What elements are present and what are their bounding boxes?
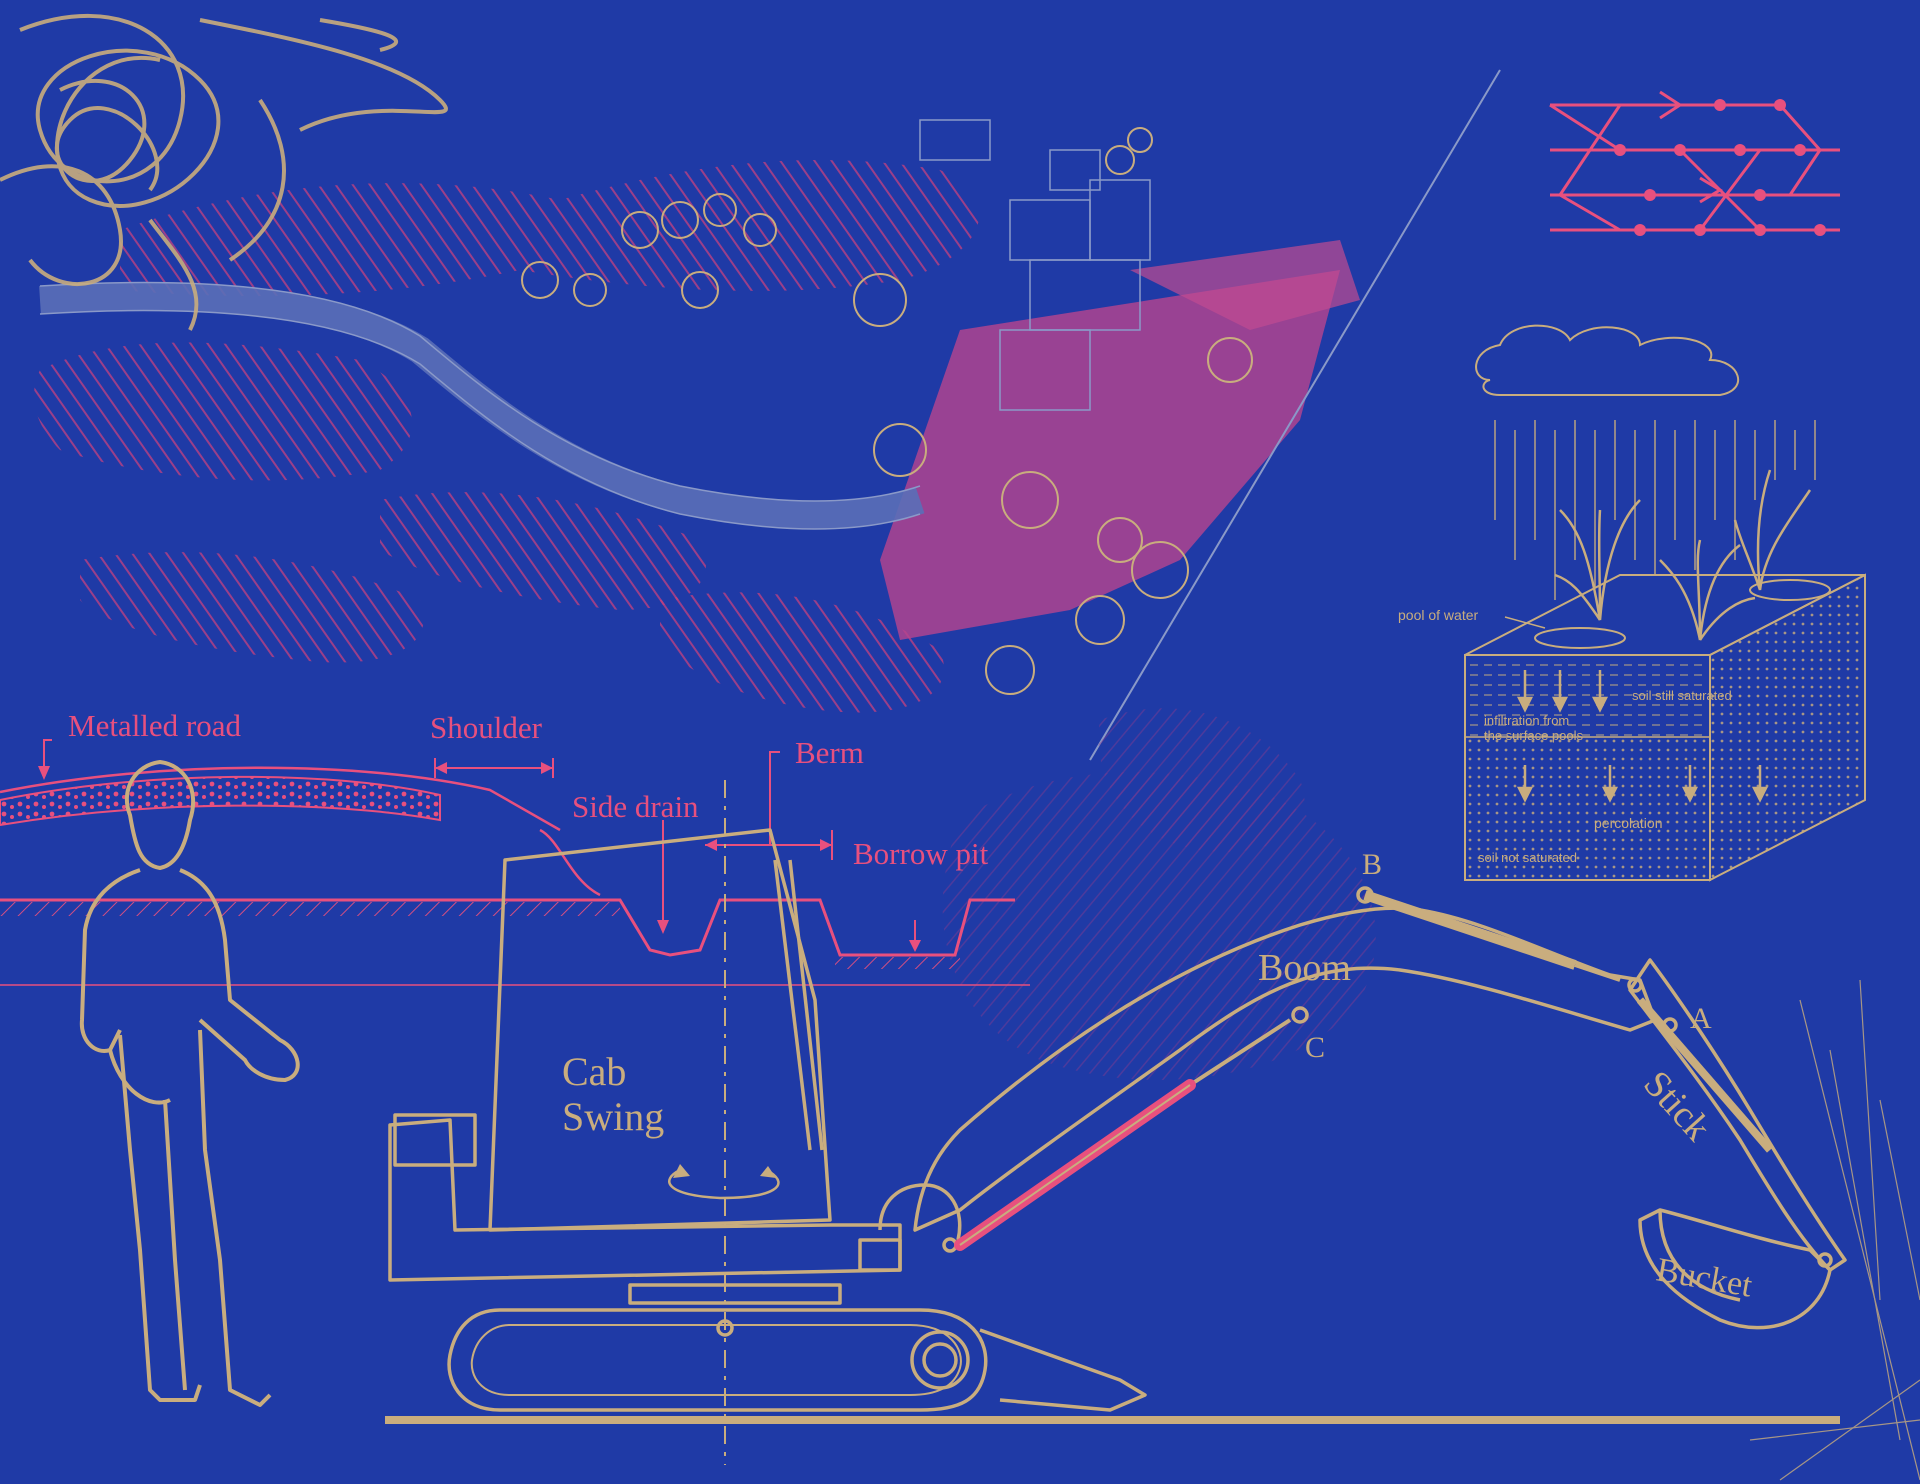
borrow-pit-label: Borrow pit bbox=[853, 836, 989, 871]
shoulder-label: Shoulder bbox=[430, 710, 543, 745]
boom-label: Boom bbox=[1258, 947, 1351, 989]
ground-line bbox=[0, 898, 1015, 957]
tree-symbols bbox=[521, 127, 1253, 695]
body bbox=[388, 1118, 902, 1282]
swing-label: Swing bbox=[562, 1094, 664, 1139]
vegetation-hatch bbox=[660, 592, 944, 713]
lawn-area bbox=[880, 270, 1340, 640]
site-plan bbox=[34, 69, 1501, 761]
scratch-lines bbox=[1749, 979, 1920, 1481]
infiltration-label-line1: infiltration from bbox=[1484, 713, 1569, 728]
driveway-edge bbox=[39, 281, 921, 502]
soil-block-side bbox=[1709, 573, 1866, 882]
metalled-road-label: Metalled road bbox=[68, 708, 242, 743]
plant-icons bbox=[1554, 469, 1812, 641]
soil-diagram: pool of water soil still saturated infil… bbox=[1398, 324, 1866, 882]
vegetation-hatch bbox=[34, 342, 413, 481]
bucket bbox=[1638, 1208, 1832, 1330]
soil-not-saturated-label: soil not saturated bbox=[1478, 850, 1577, 865]
cab-label: Cab bbox=[562, 1049, 626, 1094]
percolation-label: percolation bbox=[1594, 815, 1663, 831]
vegetation-hatch bbox=[120, 160, 980, 296]
infiltration-label-line2: the surface pools bbox=[1484, 728, 1584, 743]
bucket-label: Bucket bbox=[1654, 1251, 1756, 1304]
cloud-icon bbox=[1475, 324, 1740, 396]
stick bbox=[1628, 958, 1847, 1272]
point-a-label: A bbox=[1690, 1002, 1712, 1035]
rain-lines bbox=[1494, 420, 1816, 600]
lawn-area bbox=[1130, 240, 1360, 330]
road-cross-section: Metalled road Shoulder Berm Side drain B… bbox=[0, 708, 1030, 986]
excavator bbox=[385, 780, 1847, 1465]
berm-label: Berm bbox=[795, 735, 864, 770]
rotation-arrow-icon bbox=[668, 1168, 780, 1200]
property-line bbox=[1089, 69, 1501, 761]
point-b-label: B bbox=[1362, 848, 1382, 881]
vegetation-hatch bbox=[80, 552, 424, 663]
pool-of-water-label: pool of water bbox=[1398, 607, 1478, 623]
building-footprint bbox=[919, 119, 1151, 411]
person-silhouette-icon bbox=[79, 760, 300, 1407]
point-c-label: C bbox=[1305, 1031, 1325, 1064]
road-surface bbox=[0, 775, 441, 827]
track bbox=[447, 1308, 988, 1412]
driveway bbox=[39, 282, 925, 529]
soil-still-saturated-label: soil still saturated bbox=[1632, 688, 1732, 703]
network-glyph-icon bbox=[1549, 90, 1840, 236]
vegetation-hatch bbox=[380, 492, 707, 610]
percolation-arrows bbox=[1516, 670, 1769, 803]
purple-scribble bbox=[942, 708, 1376, 1080]
scribble-icon bbox=[0, 13, 448, 331]
boom-cylinder bbox=[954, 1079, 1196, 1251]
driveway-edge bbox=[39, 309, 921, 530]
side-drain-label: Side drain bbox=[572, 789, 699, 824]
